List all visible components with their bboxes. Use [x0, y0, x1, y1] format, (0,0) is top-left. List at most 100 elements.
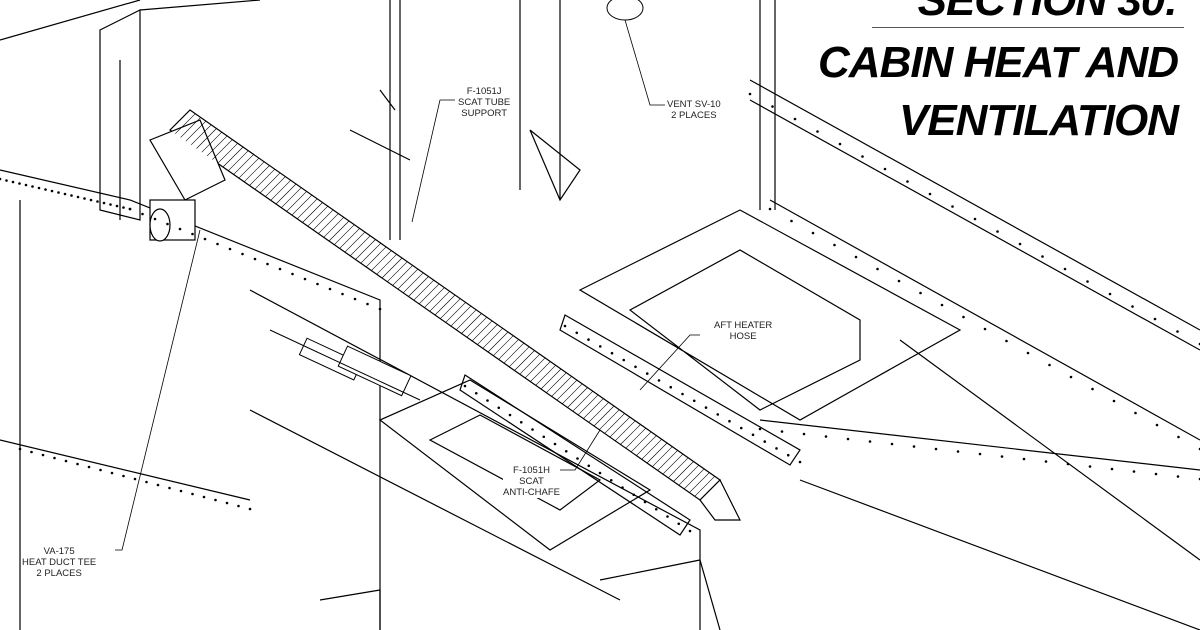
- rivet: [811, 231, 815, 235]
- hose-rib: [185, 120, 207, 142]
- bottom-hardware: [319, 559, 721, 630]
- rivet: [253, 257, 257, 261]
- rivet: [166, 222, 169, 226]
- callout-line: HEAT DUCT TEE: [22, 557, 97, 568]
- rivet: [248, 507, 252, 511]
- rivet: [983, 327, 987, 331]
- rivet: [786, 453, 790, 457]
- hose-rib: [519, 353, 541, 375]
- rivet: [353, 297, 357, 301]
- rivet: [1112, 399, 1116, 403]
- hose-rib: [667, 457, 689, 479]
- rivet: [341, 292, 344, 296]
- rivet: [24, 183, 28, 187]
- hose-rib: [196, 128, 217, 149]
- rivet: [824, 435, 828, 438]
- rivet: [610, 351, 614, 355]
- rivet: [18, 447, 22, 451]
- hose-rib: [683, 468, 705, 490]
- hose-rib: [371, 250, 392, 271]
- rivet: [758, 427, 762, 431]
- rivet: [225, 501, 229, 505]
- rivet: [53, 456, 56, 460]
- hose-rib: [625, 427, 647, 449]
- rivet: [237, 504, 240, 508]
- rivet: [553, 442, 557, 446]
- rivet: [790, 219, 793, 223]
- hose-rib: [424, 287, 445, 308]
- rivet: [474, 391, 478, 395]
- rivet: [716, 413, 720, 416]
- callout-vent-sv10: VENT SV-10 2 PLACES: [667, 99, 721, 121]
- hose-rib: [609, 416, 631, 438]
- hose-rib: [487, 331, 509, 353]
- hose-rib: [508, 346, 530, 368]
- rivet: [681, 392, 684, 396]
- rivet: [1005, 339, 1008, 343]
- hose-rib: [577, 394, 599, 416]
- callout-line: HOSE: [729, 331, 757, 342]
- rivet: [657, 379, 661, 382]
- rivet: [303, 277, 307, 281]
- hose-rib: [413, 279, 435, 301]
- left-side-skin: [0, 0, 381, 630]
- rivet: [519, 420, 523, 424]
- rivet: [861, 155, 864, 158]
- rivet: [563, 324, 567, 328]
- rivet: [89, 198, 93, 202]
- rivet: [179, 489, 183, 493]
- rivet: [18, 182, 21, 185]
- rivet: [654, 507, 658, 511]
- rivet: [497, 406, 501, 410]
- hose-rib: [636, 435, 657, 456]
- hose-rib: [466, 316, 488, 338]
- rivet: [102, 201, 106, 205]
- hose-rib: [551, 376, 572, 397]
- hose-rib: [206, 135, 228, 157]
- section-number: SECTION 30:: [917, 0, 1179, 25]
- callout-line: SCAT TUBE: [458, 97, 511, 108]
- rivet: [1176, 475, 1180, 478]
- fuel-system-components: [269, 329, 421, 401]
- rivet: [919, 291, 922, 295]
- rivet: [266, 262, 269, 266]
- rivet: [486, 399, 489, 402]
- rivet: [978, 452, 982, 456]
- hose-rib: [567, 387, 588, 408]
- rivet: [775, 447, 778, 450]
- rivet: [63, 192, 67, 196]
- hose-rib: [588, 402, 609, 423]
- rivet: [739, 426, 743, 430]
- hose-rib: [561, 383, 583, 405]
- rivet: [1177, 435, 1180, 439]
- hose-rib: [646, 442, 668, 464]
- rivet: [666, 515, 669, 518]
- rivet: [704, 406, 708, 409]
- rivet: [1134, 411, 1137, 415]
- rivet: [854, 255, 858, 259]
- seat-rail-right: [559, 314, 801, 466]
- rivet: [802, 432, 806, 436]
- rivet: [587, 464, 591, 468]
- rivet: [1044, 460, 1048, 463]
- rivet: [64, 459, 68, 463]
- hose-rib: [418, 283, 440, 305]
- rivet: [41, 453, 45, 457]
- rivet: [70, 194, 73, 197]
- rivet: [1108, 292, 1112, 296]
- rivet: [609, 478, 613, 482]
- hose-rib: [175, 113, 196, 134]
- hose-rib: [429, 291, 450, 312]
- callout-line: ANTI-CHAFE: [503, 487, 560, 498]
- rivet: [202, 495, 206, 499]
- hose-rib: [408, 276, 429, 297]
- rivet: [168, 486, 171, 490]
- hose-rib: [514, 350, 535, 371]
- hose-rib: [201, 131, 223, 153]
- rivet: [31, 185, 34, 188]
- callout-line: SCAT: [519, 476, 544, 487]
- rivet: [816, 130, 819, 133]
- rivet: [906, 180, 909, 183]
- hose-rib: [360, 242, 382, 264]
- rivet: [793, 117, 797, 121]
